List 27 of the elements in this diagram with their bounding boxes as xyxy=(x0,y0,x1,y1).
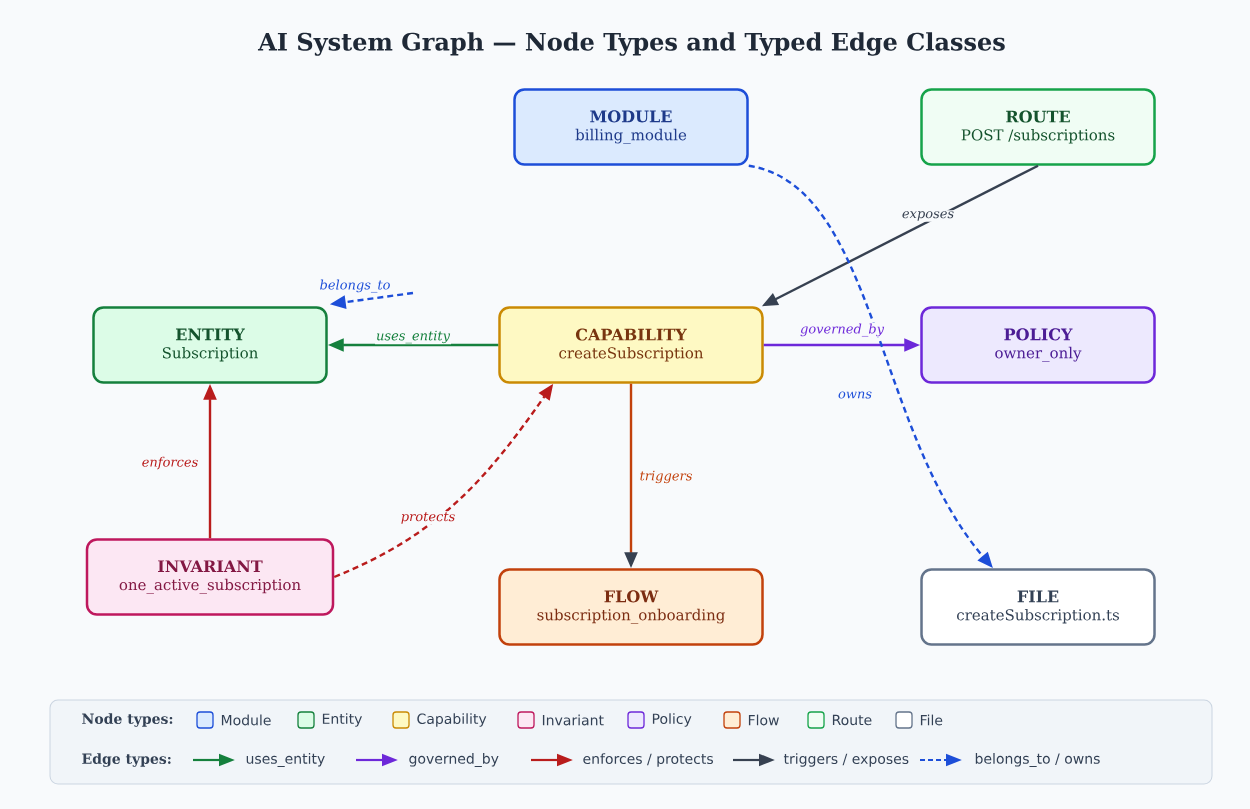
legend-text: triggers / exposes xyxy=(783,753,909,767)
flow-box: FLOW subscription_onboarding xyxy=(498,568,764,646)
edge-label: protects xyxy=(399,511,457,525)
legend-text: uses_entity xyxy=(246,753,325,767)
module-box: MODULE billing_module xyxy=(513,88,749,166)
file-box: FILE createSubscription.ts xyxy=(920,568,1156,646)
policy-box: POLICY owner_only xyxy=(920,306,1156,384)
entity-box: ENTITY Subscription xyxy=(92,306,328,384)
legend-text: enforces / protects xyxy=(583,753,713,767)
edge-label: owns xyxy=(837,390,873,400)
invariant-box: INVARIANT one_active_subscription xyxy=(85,538,335,616)
legend-text: Policy xyxy=(652,713,692,727)
legend-text: Flow xyxy=(748,714,779,726)
title: AI System Graph — Node Types and Typed Edge Classes xyxy=(257,32,1005,56)
edge-label: exposes xyxy=(900,210,956,222)
legend-heading: Edge types: xyxy=(82,753,171,767)
legend-text: Capability xyxy=(417,713,487,727)
legend-heading: Node types: xyxy=(82,713,173,727)
legend-text: Route xyxy=(832,714,872,726)
legend-text: File xyxy=(920,714,943,726)
legend-text: Module xyxy=(221,714,271,726)
legend-text: governed_by xyxy=(409,753,499,767)
route-box: ROUTE POST /subscriptions xyxy=(920,88,1156,166)
legend-text: Invariant xyxy=(542,714,604,726)
capability-box: CAPABILITY createSubscription xyxy=(498,306,764,384)
legend-text: Entity xyxy=(322,713,362,727)
legend-text: belongs_to / owns xyxy=(975,753,1100,767)
